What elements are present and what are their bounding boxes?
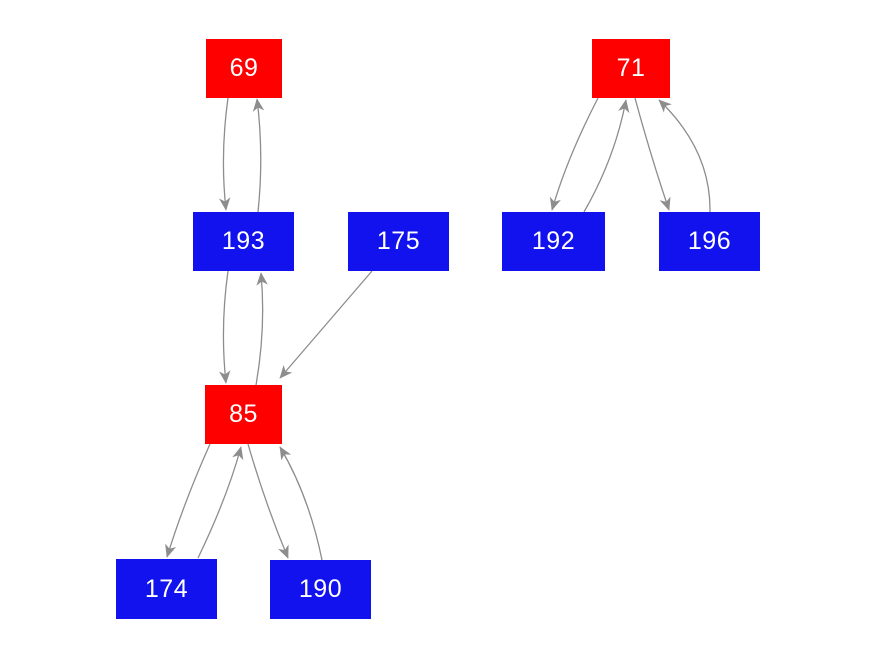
graph-edge-196-71 bbox=[658, 99, 711, 213]
graph-edge-193-85 bbox=[218, 270, 231, 384]
node-label: 174 bbox=[144, 574, 189, 603]
graph-edge-71-196 bbox=[634, 97, 671, 211]
graph-edge-85-193 bbox=[255, 272, 268, 386]
graph-node-190[interactable]: 190 bbox=[270, 560, 371, 619]
graph-node-175[interactable]: 175 bbox=[348, 212, 449, 271]
graph-edge-85-190 bbox=[247, 443, 289, 559]
graph-edge-192-71 bbox=[583, 99, 630, 213]
graph-edge-69-193 bbox=[218, 97, 231, 211]
graph-edge-175-85 bbox=[279, 270, 373, 379]
graph-edge-193-69 bbox=[252, 98, 265, 213]
node-label: 71 bbox=[616, 54, 646, 82]
node-label: 196 bbox=[687, 227, 732, 255]
graph-edge-85-174 bbox=[165, 443, 211, 558]
graph-node-69[interactable]: 69 bbox=[206, 39, 282, 98]
node-label: 85 bbox=[229, 400, 258, 428]
graph-edge-174-85 bbox=[197, 446, 244, 559]
graph-edge-71-192 bbox=[549, 97, 599, 211]
graph-node-196[interactable]: 196 bbox=[659, 212, 760, 271]
node-label: 192 bbox=[531, 227, 576, 255]
node-label: 175 bbox=[376, 227, 421, 255]
node-label: 190 bbox=[298, 575, 343, 603]
graph-edge-190-85 bbox=[279, 446, 323, 561]
node-label: 69 bbox=[229, 54, 259, 82]
graph-node-85[interactable]: 85 bbox=[205, 385, 282, 444]
graph-node-193[interactable]: 193 bbox=[193, 212, 294, 271]
node-label: 193 bbox=[221, 227, 266, 255]
graph-node-71[interactable]: 71 bbox=[592, 39, 670, 98]
graph-node-192[interactable]: 192 bbox=[502, 212, 605, 271]
graph-node-174[interactable]: 174 bbox=[116, 559, 217, 619]
